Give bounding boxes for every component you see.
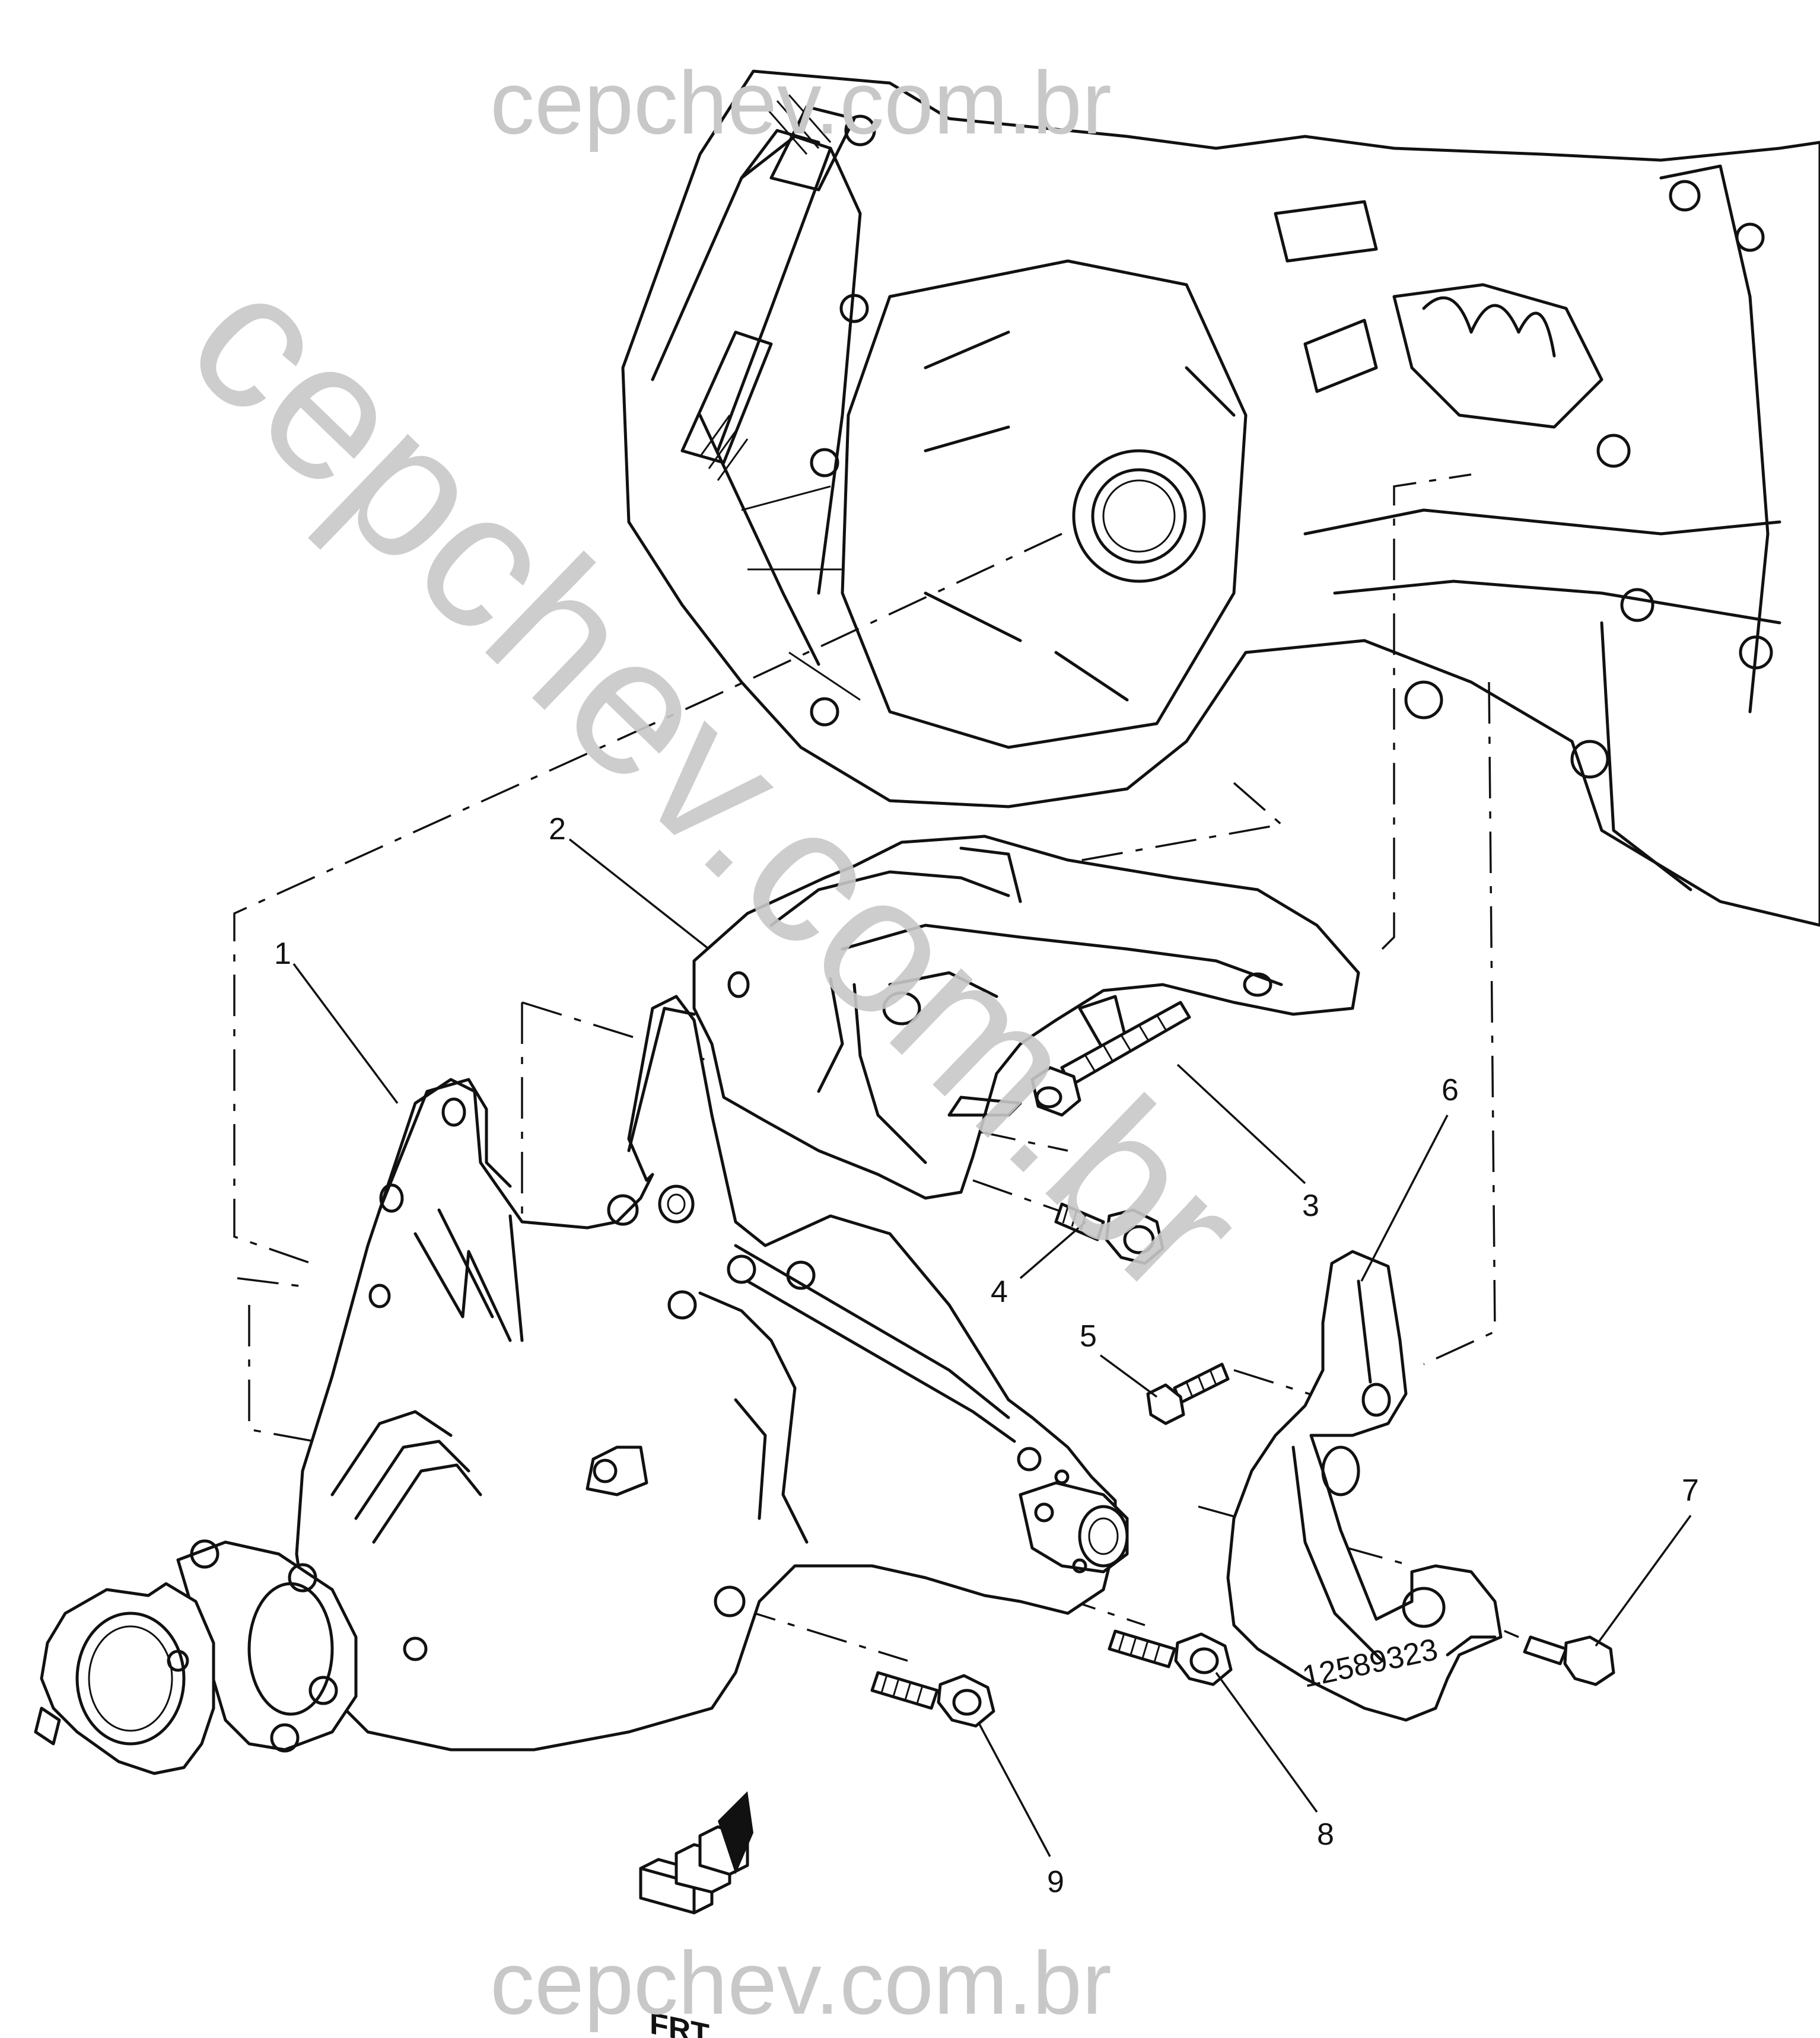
transmission-engine-assembly xyxy=(621,69,1820,927)
callout-2: 2 xyxy=(549,812,566,846)
callout-labels: 1 2 3 4 5 6 7 8 9 xyxy=(274,812,1699,1899)
part-8-bolt xyxy=(1108,1629,1233,1686)
callout-5: 5 xyxy=(1080,1319,1097,1354)
front-arrow-icon xyxy=(718,1791,753,1874)
callout-leaders xyxy=(292,838,1692,1857)
part-4-bolt xyxy=(1054,1202,1164,1265)
part-7-bolt xyxy=(1523,1635,1615,1686)
part-6-support-bracket xyxy=(1226,1250,1503,1722)
watermark-bottom: cepchev.com.br xyxy=(490,1933,1112,2033)
part-9-bolt xyxy=(870,1671,995,1728)
callout-9: 9 xyxy=(1047,1865,1064,1899)
callout-1: 1 xyxy=(274,937,291,971)
callout-8: 8 xyxy=(1317,1817,1334,1852)
callout-4: 4 xyxy=(991,1275,1008,1309)
callout-6: 6 xyxy=(1442,1073,1459,1107)
part-5-bolt xyxy=(1146,1362,1230,1425)
watermark-top: cepchev.com.br xyxy=(490,53,1112,152)
callout-7: 7 xyxy=(1682,1473,1699,1508)
callout-3: 3 xyxy=(1302,1189,1319,1223)
part-2-mount-bracket xyxy=(692,835,1360,1200)
part-3-long-bolt xyxy=(1030,1001,1191,1117)
part-1-rear-drive-module xyxy=(34,995,1129,1775)
